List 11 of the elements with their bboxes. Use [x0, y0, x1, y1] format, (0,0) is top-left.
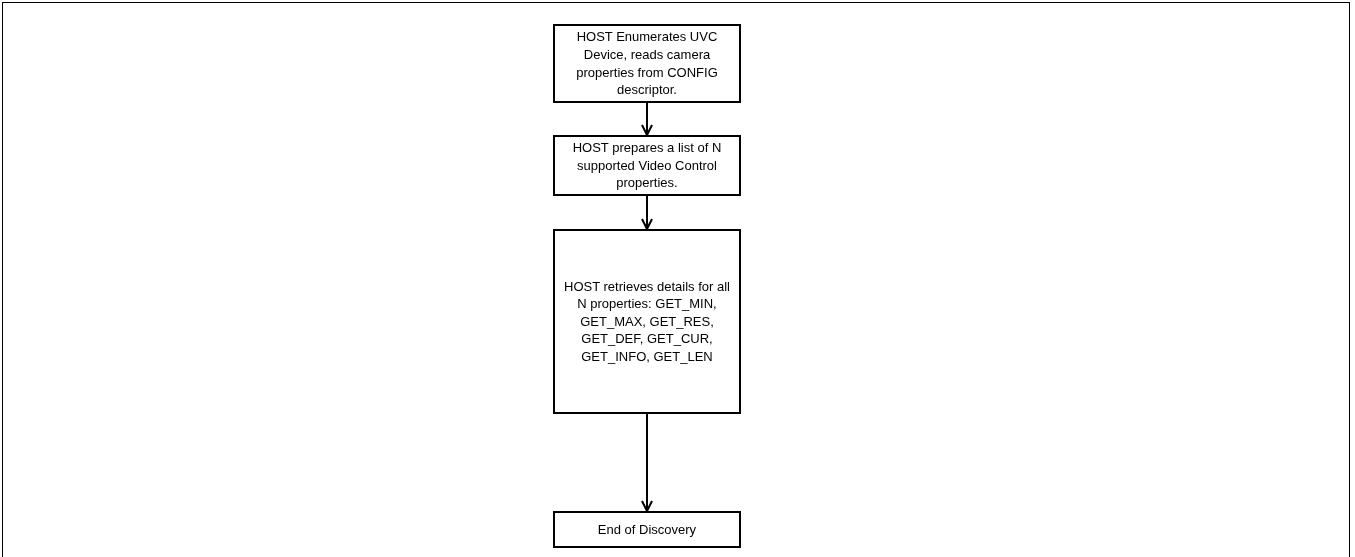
- process-text: HOST retrieves details for all N properties: GET_MIN, GET_MAX, GET_RES, GET_DEF, GET_CUR, GET_INFO, GET_LEN: [563, 277, 731, 366]
- process-text: End of Discovery: [597, 520, 697, 539]
- process-box: [553, 24, 741, 103]
- process-box: [553, 135, 741, 196]
- process-box: [553, 229, 741, 414]
- process-text: HOST prepares a list of N supported Video Control properties.: [571, 139, 723, 192]
- arrow: [641, 195, 653, 230]
- arrow: [641, 413, 653, 512]
- process-text: HOST Enumerates UVC Device, reads camera properties from CONFIG descriptor.: [575, 28, 719, 99]
- process-box: [553, 511, 741, 548]
- arrow: [641, 102, 653, 136]
